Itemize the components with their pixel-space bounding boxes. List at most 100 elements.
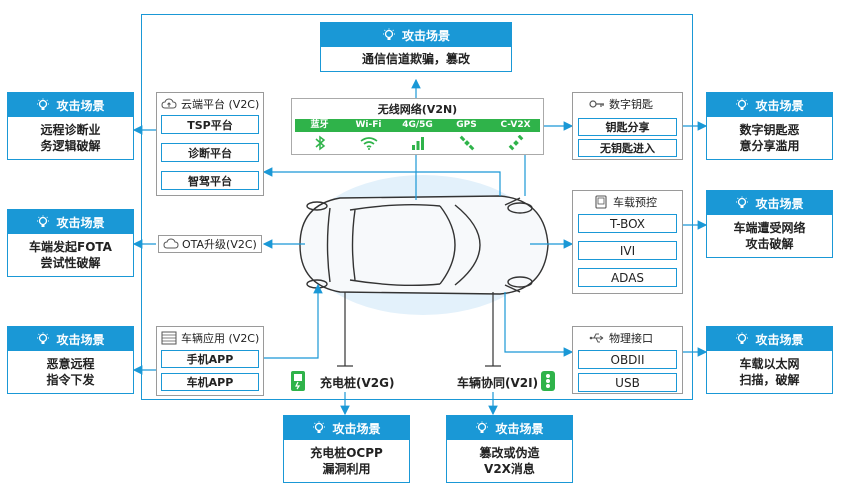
band-gps: GPS <box>456 120 477 130</box>
cv2x-satellite-icon <box>508 135 523 151</box>
attack-card-label: 攻击场景 <box>755 98 804 113</box>
bulb-icon <box>382 28 395 40</box>
app-grid-icon <box>161 331 177 345</box>
band-bluetooth: 蓝牙 <box>310 120 329 130</box>
attack-card-header: 攻击场景 <box>8 93 133 117</box>
key-icon <box>589 100 604 108</box>
attack-card-label: 攻击场景 <box>56 98 105 113</box>
attack-card-text: 通信信道欺骗，篡改 <box>361 52 470 66</box>
ota-upgrade-label: OTA升级(V2C) <box>182 238 257 251</box>
digital-key-label: 数字钥匙 <box>609 98 653 111</box>
attack-card-text: 数字钥匙恶 意分享滥用 <box>739 123 800 153</box>
cloud-icon <box>163 238 179 249</box>
attack-card-header: 攻击场景 <box>447 416 572 440</box>
obdii: OBDII <box>578 350 677 369</box>
head-unit-app: 车机APP <box>161 373 259 391</box>
keyless-entry: 无钥匙进入 <box>578 139 677 157</box>
bluetooth-icon <box>315 135 325 151</box>
cloud-platform-title: 云端平台 (V2C) <box>161 96 259 112</box>
car-icon <box>299 195 549 295</box>
attack-card-bottom-2: 攻击场景 篡改或伪造 V2X消息 <box>446 415 573 483</box>
physical-interface-group: 物理接口 OBDII USB <box>572 326 683 394</box>
attack-card-top: 攻击场景 通信信道欺骗，篡改 <box>320 22 512 72</box>
attack-card-text: 车端遭受网络 攻击破解 <box>733 221 806 251</box>
wireless-network-title: 无线网络(V2N) <box>377 103 458 116</box>
attack-card-text: 远程诊断业 务逻辑破解 <box>40 123 101 153</box>
vehicle-control-label: 车载预控 <box>613 196 657 209</box>
band-cellular: 4G/5G <box>402 120 433 130</box>
attack-card-header: 攻击场景 <box>8 327 133 351</box>
digital-key-title: 数字钥匙 <box>589 96 653 112</box>
vehicle-app-title: 车辆应用 (V2C) <box>161 330 259 346</box>
attack-card-text: 恶意远程 指令下发 <box>46 357 95 387</box>
attack-card-label: 攻击场景 <box>755 332 804 347</box>
cloud-upload-icon <box>161 98 177 109</box>
attack-card-header: 攻击场景 <box>707 327 832 351</box>
system-boundary <box>141 14 693 400</box>
device-icon <box>595 195 607 209</box>
attack-card-label: 攻击场景 <box>332 421 381 436</box>
attack-card-header: 攻击场景 <box>707 191 832 215</box>
charger-icon <box>291 371 305 391</box>
digital-key-group: 数字钥匙 钥匙分享 无钥匙进入 <box>572 92 683 160</box>
attack-card-left-2: 攻击场景 车端发起FOTA 尝试性破解 <box>7 209 134 277</box>
bulb-icon <box>476 421 489 433</box>
attack-card-text: 篡改或伪造 V2X消息 <box>479 446 540 476</box>
bulb-icon <box>37 332 50 344</box>
attack-card-label: 攻击场景 <box>56 332 105 347</box>
attack-card-left-3: 攻击场景 恶意远程 指令下发 <box>7 326 134 394</box>
attack-card-right-2: 攻击场景 车端遭受网络 攻击破解 <box>706 190 833 258</box>
attack-card-header: 攻击场景 <box>707 93 832 117</box>
attack-card-text: 车载以太网 扫描，破解 <box>739 357 800 387</box>
physical-interface-label: 物理接口 <box>609 332 653 345</box>
ivi: IVI <box>578 241 677 260</box>
attack-card-bottom-1: 攻击场景 充电桩OCPP 漏洞利用 <box>283 415 410 483</box>
charger-label: 充电桩(V2G) <box>320 376 395 390</box>
cloud-platform-label: 云端平台 (V2C) <box>181 98 260 111</box>
wifi-icon <box>360 137 377 150</box>
attack-card-label: 攻击场景 <box>495 421 544 436</box>
attack-card-text: 车端发起FOTA 尝试性破解 <box>29 240 112 270</box>
diagnostic-platform: 诊断平台 <box>161 143 259 162</box>
vehicle-app-group: 车辆应用 (V2C) 手机APP 车机APP <box>156 326 264 396</box>
mobile-app: 手机APP <box>161 350 259 368</box>
wireless-network-box: 无线网络(V2N) 蓝牙 Wi-Fi 4G/5G GPS C-V2X <box>291 98 544 155</box>
attack-card-header: 攻击场景 <box>8 210 133 234</box>
tsp-platform: TSP平台 <box>161 115 259 134</box>
usb: USB <box>578 373 677 392</box>
band-cv2x: C-V2X <box>500 120 531 130</box>
adas-platform: 智驾平台 <box>161 171 259 190</box>
vehicle-control-group: 车载预控 T-BOX IVI ADAS <box>572 190 683 294</box>
bulb-icon <box>736 98 749 110</box>
wireless-bands: 蓝牙 Wi-Fi 4G/5G GPS C-V2X <box>295 119 540 132</box>
bulb-icon <box>37 98 50 110</box>
attack-card-header: 攻击场景 <box>321 23 511 47</box>
attack-card-header: 攻击场景 <box>284 416 409 440</box>
satellite-icon <box>459 135 474 151</box>
attack-card-label: 攻击场景 <box>56 215 105 230</box>
band-wifi: Wi-Fi <box>355 120 382 130</box>
attack-card-label: 攻击场景 <box>755 196 804 211</box>
attack-card-left-1: 攻击场景 远程诊断业 务逻辑破解 <box>7 92 134 160</box>
band-icons <box>295 134 540 152</box>
physical-interface-title: 物理接口 <box>589 330 653 346</box>
usb-icon <box>589 333 604 343</box>
v2i-label: 车辆协同(V2I) <box>457 376 539 390</box>
vehicle-app-label: 车辆应用 (V2C) <box>181 332 260 345</box>
adas: ADAS <box>578 268 677 287</box>
ota-upgrade: OTA升级(V2C) <box>158 235 262 253</box>
bulb-icon <box>736 332 749 344</box>
vehicle-control-title: 车载预控 <box>593 194 657 210</box>
bulb-icon <box>313 421 326 433</box>
tbox: T-BOX <box>578 214 677 233</box>
attack-card-right-1: 攻击场景 数字钥匙恶 意分享滥用 <box>706 92 833 160</box>
attack-card-right-3: 攻击场景 车载以太网 扫描，破解 <box>706 326 833 394</box>
attack-card-text: 充电桩OCPP 漏洞利用 <box>310 446 383 476</box>
traffic-light-icon <box>541 371 555 391</box>
bulb-icon <box>37 215 50 227</box>
signal-icon <box>411 137 424 150</box>
attack-card-label: 攻击场景 <box>401 28 450 43</box>
key-sharing: 钥匙分享 <box>578 118 677 136</box>
bulb-icon <box>736 196 749 208</box>
